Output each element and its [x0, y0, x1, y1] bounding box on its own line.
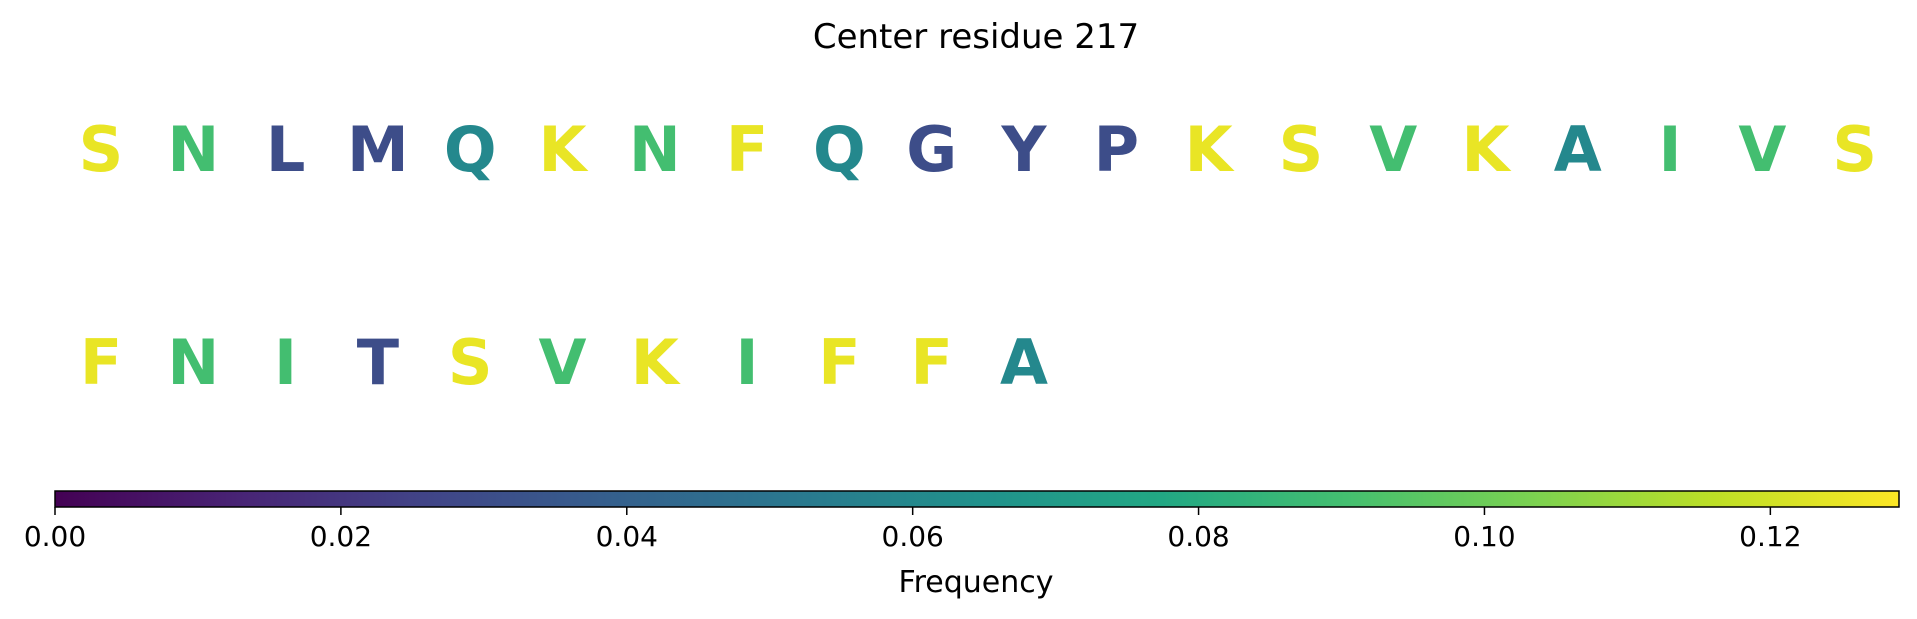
logo-letter: F	[726, 113, 768, 186]
logo-letter: K	[1185, 113, 1235, 186]
logo-letter: K	[1461, 113, 1511, 186]
logo-letter: F	[80, 326, 122, 399]
logo-letter: T	[357, 326, 399, 399]
colorbar-tick-label: 0.12	[1739, 520, 1801, 553]
logo-letter: S	[448, 326, 493, 399]
logo-letter: K	[631, 326, 681, 399]
colorbar-tick-label: 0.10	[1453, 520, 1515, 553]
logo-letter: F	[818, 326, 860, 399]
logo-letter: I	[274, 326, 297, 399]
logo-letter: F	[911, 326, 953, 399]
colorbar	[54, 490, 1900, 508]
logo-letter: I	[736, 326, 759, 399]
logo-letter: A	[1554, 113, 1602, 186]
logo-letter: L	[266, 113, 306, 186]
logo-letter: N	[629, 113, 681, 186]
logo-letter: V	[1738, 113, 1786, 186]
colorbar-tick-label: 0.06	[882, 520, 944, 553]
logo-letter: Q	[813, 113, 866, 186]
logo-letter: I	[1659, 113, 1682, 186]
logo-letter: N	[167, 326, 219, 399]
logo-letter: V	[539, 326, 587, 399]
colorbar-tick-label: 0.02	[310, 520, 372, 553]
logo-letter: N	[167, 113, 219, 186]
logo-letter: M	[347, 113, 409, 186]
logo-letter: S	[1832, 113, 1877, 186]
logo-letter: S	[1279, 113, 1324, 186]
colorbar-label: Frequency	[899, 565, 1054, 600]
colorbar-tick-label: 0.08	[1167, 520, 1229, 553]
logo-letter: A	[1000, 326, 1048, 399]
chart-title: Center residue 217	[813, 17, 1139, 57]
colorbar-tick-label: 0.04	[596, 520, 658, 553]
colorbar-ticks: 0.00 0.02 0.04 0.06 0.08 0.10 0.12	[24, 507, 1802, 553]
colorbar-tick-label: 0.00	[24, 520, 86, 553]
logo-letter: Q	[444, 113, 497, 186]
logo-letter: S	[79, 113, 124, 186]
logo-letter: G	[906, 113, 957, 186]
logo-letter: V	[1369, 113, 1417, 186]
logo-letter: P	[1094, 113, 1139, 186]
logo-letter: K	[538, 113, 588, 186]
logo-letter: Y	[1001, 113, 1048, 186]
